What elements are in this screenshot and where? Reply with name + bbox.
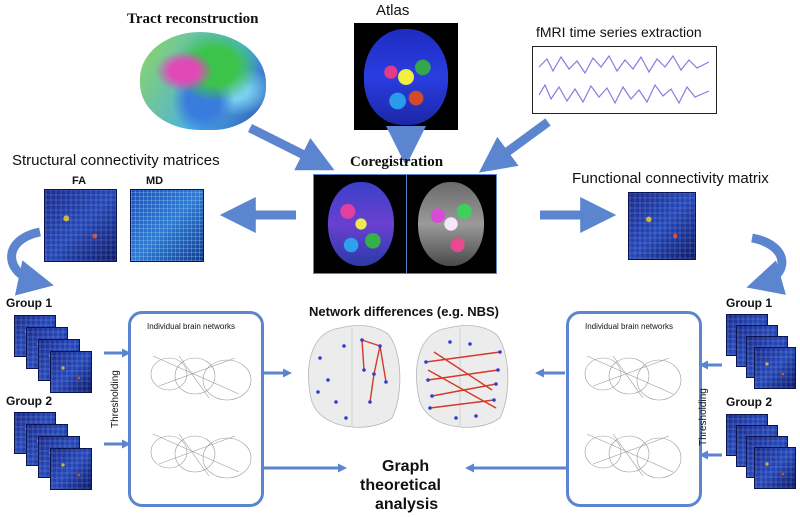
functional-title: Functional connectivity matrix <box>572 170 769 187</box>
graph-line3: analysis <box>375 496 439 513</box>
atlas-image <box>354 23 458 130</box>
left-group1-label: Group 1 <box>6 296 53 310</box>
left-group2-label: Group 2 <box>6 394 53 408</box>
right-brain-graph <box>416 325 509 428</box>
left-network-sketches <box>150 355 252 479</box>
left-individual-label: Individual brain networks <box>147 322 236 331</box>
coreg-image <box>313 174 497 274</box>
fmri-timeseries-box <box>532 46 717 114</box>
coreg-brain-right <box>418 182 484 266</box>
curve-arrow-left <box>7 227 54 296</box>
graph-line2: theoretical <box>360 477 441 494</box>
right-group2-label: Group 2 <box>726 395 773 409</box>
left-brain-graph <box>308 325 401 428</box>
left-threshold-label: Thresholding <box>110 370 121 428</box>
arrow-fmri-to-coreg <box>478 118 551 173</box>
coreg-title: Coregistration <box>350 154 444 170</box>
fa-label: FA <box>72 175 87 187</box>
structural-title: Structural connectivity matrices <box>12 152 220 169</box>
tract-title: Tract reconstruction <box>127 11 259 27</box>
right-networks-box: Individual brain networks <box>566 311 702 507</box>
curve-arrow-right <box>746 233 787 295</box>
arrow-tract-to-coreg <box>247 123 335 171</box>
coreg-brain-left <box>328 182 394 266</box>
right-individual-label: Individual brain networks <box>585 322 674 331</box>
functional-matrix <box>628 192 696 260</box>
tract-brain-image <box>140 32 266 130</box>
fmri-title: fMRI time series extraction <box>536 24 702 40</box>
graph-line1: Graph <box>382 458 430 475</box>
network-diff-title: Network differences (e.g. NBS) <box>309 304 499 319</box>
left-group1-matrix <box>50 351 92 393</box>
atlas-brain <box>364 29 448 125</box>
left-networks-box: Individual brain networks <box>128 311 264 507</box>
md-label: MD <box>146 175 164 187</box>
atlas-title: Atlas <box>376 2 410 19</box>
md-matrix <box>130 189 204 262</box>
network-diff-brains <box>308 325 509 428</box>
left-group2-matrix <box>50 448 92 490</box>
right-group2-matrix <box>754 447 796 489</box>
right-network-sketches <box>584 355 682 479</box>
right-threshold-label: Thresholding <box>698 388 709 446</box>
fmri-signal <box>538 54 710 105</box>
fa-matrix <box>44 189 117 262</box>
right-group1-label: Group 1 <box>726 296 773 310</box>
coreg-divider <box>406 175 407 273</box>
right-group1-matrix <box>754 347 796 389</box>
